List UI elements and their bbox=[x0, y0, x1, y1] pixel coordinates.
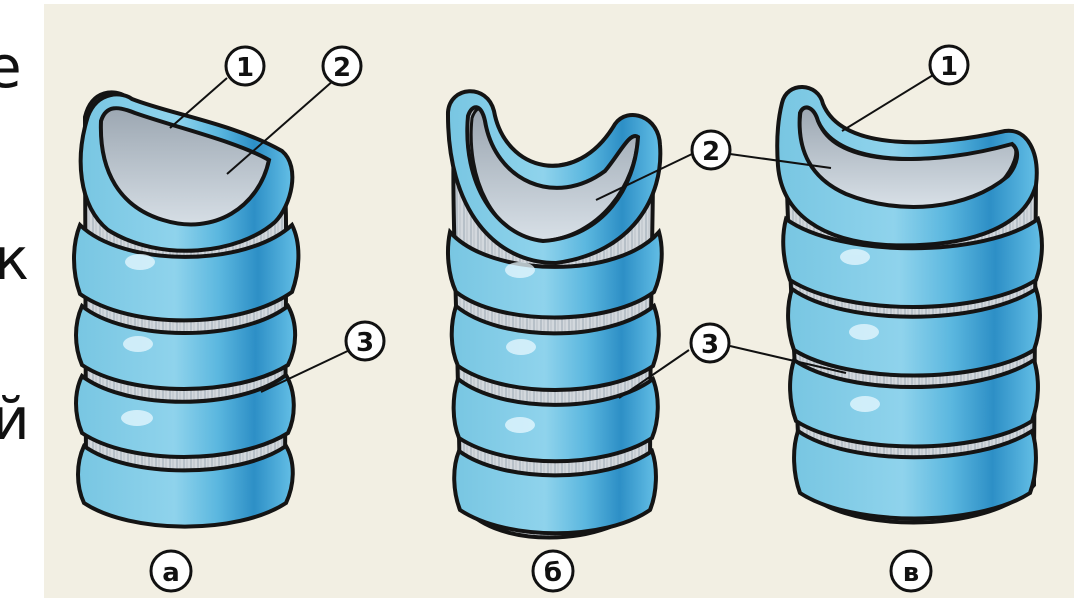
marker-b-3-label: 3 bbox=[701, 330, 719, 360]
marker-a-2-label: 2 bbox=[333, 53, 351, 83]
marker-a-3: 3 bbox=[346, 322, 384, 360]
marker-b-2: 2 bbox=[692, 131, 730, 169]
figure-label-b: б bbox=[533, 551, 573, 591]
marker-a-2: 2 bbox=[323, 47, 361, 85]
marker-a-3-label: 3 bbox=[356, 328, 374, 358]
figure-label-v-text: в bbox=[903, 558, 919, 588]
marker-v-1: 1 bbox=[930, 46, 968, 84]
figure-a-trachea bbox=[74, 92, 298, 526]
figure-b-trachea bbox=[448, 91, 662, 537]
marker-b-3: 3 bbox=[691, 324, 729, 362]
marker-b-2-label: 2 bbox=[702, 137, 720, 167]
figure-label-b-text: б bbox=[544, 558, 562, 588]
figure-label-v: в bbox=[891, 551, 931, 591]
marker-v-1-label: 1 bbox=[940, 52, 958, 82]
figure-v-trachea bbox=[777, 87, 1042, 523]
figure-label-a-text: а bbox=[162, 558, 180, 588]
marker-a-1: 1 bbox=[226, 47, 264, 85]
marker-a-1-label: 1 bbox=[236, 53, 254, 83]
figure-label-a: а bbox=[151, 551, 191, 591]
